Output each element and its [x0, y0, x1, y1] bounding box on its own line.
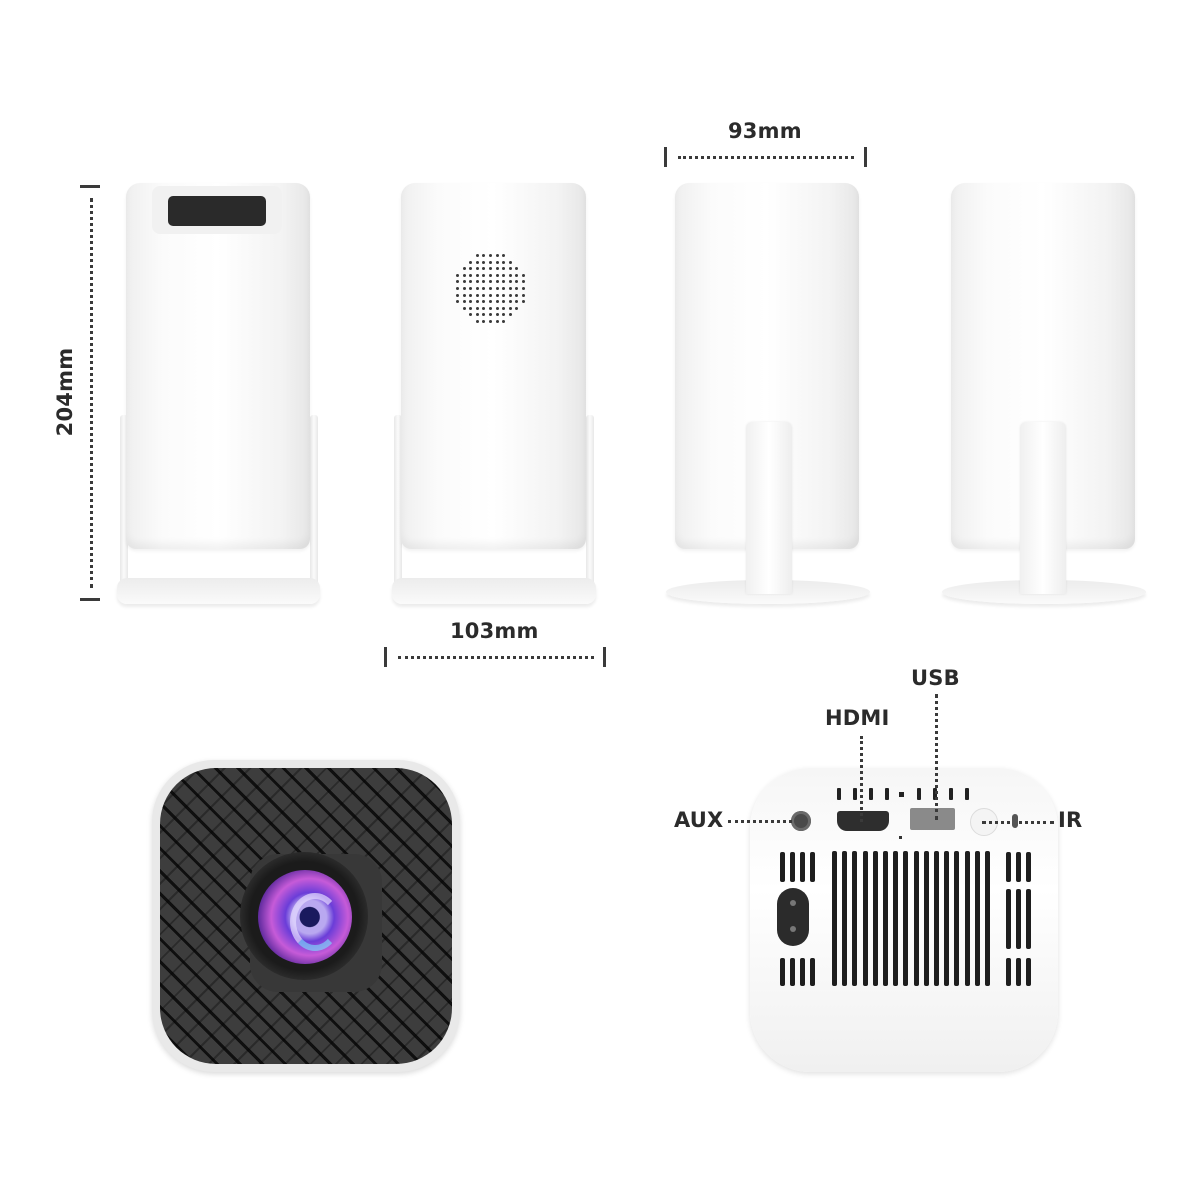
- height-dimension-bottom-tick: [80, 598, 100, 601]
- stand-stem: [746, 422, 792, 594]
- ir-marker: [1012, 814, 1018, 828]
- lens-window-icon: [168, 196, 266, 226]
- aux-label: AUX: [674, 808, 724, 832]
- width-dimension-line: [398, 656, 594, 659]
- depth-dimension-line: [678, 156, 854, 159]
- hdmi-leader-line: [860, 736, 863, 822]
- usb-port-icon: [910, 808, 955, 830]
- height-dimension-top-tick: [80, 185, 100, 188]
- depth-dimension-label: 93mm: [728, 119, 802, 143]
- width-dimension-left-tick: [384, 647, 387, 667]
- height-dimension-label: 204mm: [53, 347, 77, 437]
- ir-leader-line: [982, 821, 1054, 824]
- usb-leader-line: [935, 694, 938, 820]
- power-socket-icon: [777, 888, 809, 946]
- projector-body: [126, 183, 310, 549]
- stand-arm-right: [586, 415, 594, 590]
- status-dot: [899, 836, 902, 839]
- aux-port-icon: [791, 811, 811, 831]
- projector-body: [401, 183, 586, 549]
- stand-arm-left: [394, 415, 402, 590]
- usb-label: USB: [911, 666, 960, 690]
- depth-dimension-left-tick: [664, 147, 667, 167]
- stand-stem: [1020, 422, 1066, 594]
- lens-reflection: [290, 893, 340, 951]
- stand-base: [392, 578, 596, 604]
- hdmi-label: HDMI: [825, 706, 890, 730]
- height-dimension-line: [90, 198, 93, 588]
- stand-arm-right: [310, 415, 318, 590]
- width-dimension-label: 103mm: [450, 619, 539, 643]
- depth-dimension-right-tick: [864, 147, 867, 167]
- speaker-grille-icon: [456, 254, 530, 328]
- ir-label: IR: [1058, 808, 1083, 832]
- stand-base: [117, 578, 320, 604]
- stand-arm-left: [120, 415, 128, 590]
- hdmi-port-icon: [837, 811, 889, 831]
- width-dimension-right-tick: [603, 647, 606, 667]
- aux-leader-line: [728, 820, 792, 823]
